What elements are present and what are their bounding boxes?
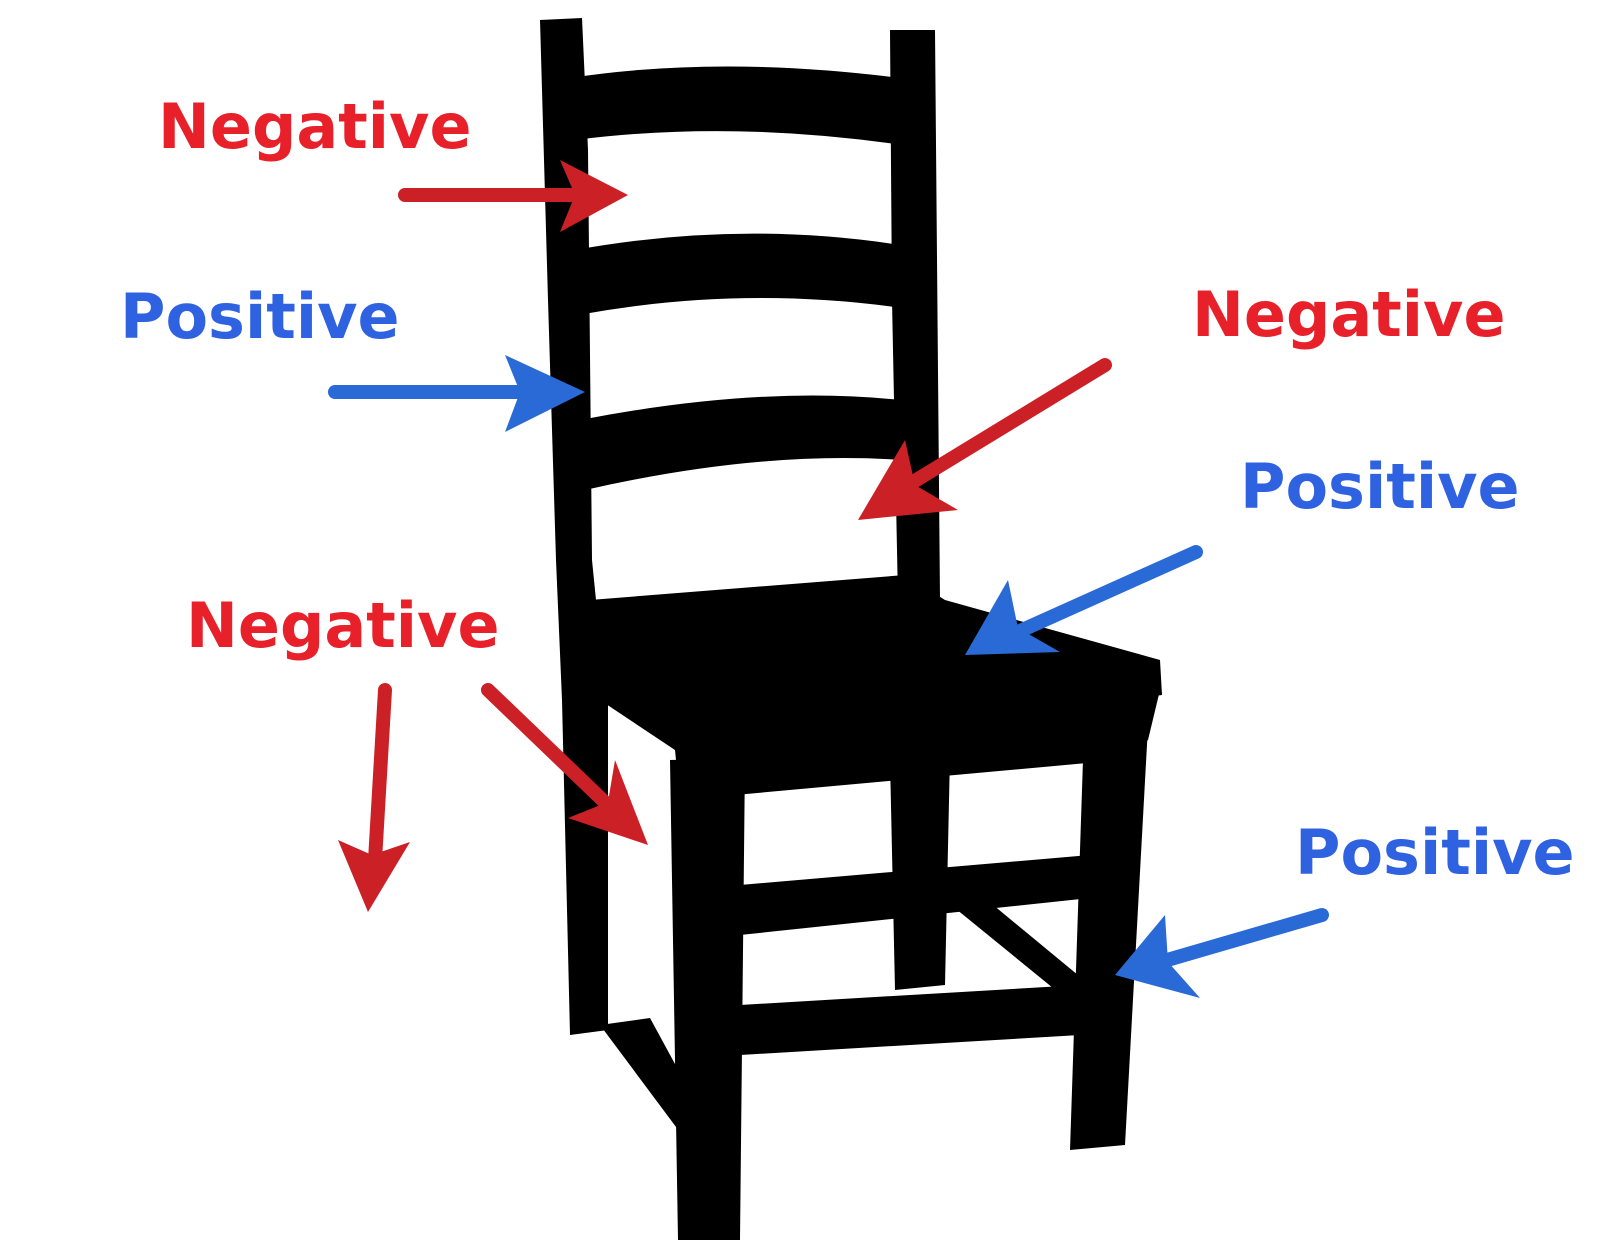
front-right-leg <box>1070 690 1150 1150</box>
back-slat-top <box>570 66 902 145</box>
positive-arrow-right-upper <box>965 545 1203 655</box>
positive-arrow-left <box>328 355 585 432</box>
front-stretcher-lower <box>740 985 1080 1055</box>
side-stretcher-right <box>945 890 1090 1010</box>
label-negative-right: Negative <box>1192 278 1506 351</box>
negative-arrow-right <box>858 358 1112 520</box>
back-slat-lower <box>580 395 902 490</box>
label-positive-left: Positive <box>120 280 400 353</box>
front-stretcher-upper <box>740 855 1090 935</box>
back-slat-middle <box>575 233 902 315</box>
negative-arrow-diagonal <box>481 683 648 845</box>
front-left-leg <box>670 758 745 1240</box>
positive-arrow-right-lower <box>1115 908 1329 998</box>
chair-silhouette <box>540 18 1162 1240</box>
arrows <box>328 160 1329 998</box>
front-apron <box>670 690 1160 800</box>
label-positive-right-lower: Positive <box>1295 816 1575 889</box>
label-negative-bottom-left: Negative <box>186 589 500 662</box>
negative-arrow-top-left <box>398 160 628 232</box>
label-positive-right-upper: Positive <box>1240 450 1520 523</box>
side-stretcher-left <box>600 1018 700 1135</box>
label-negative-top-left: Negative <box>158 90 472 163</box>
negative-arrow-down <box>338 683 410 912</box>
